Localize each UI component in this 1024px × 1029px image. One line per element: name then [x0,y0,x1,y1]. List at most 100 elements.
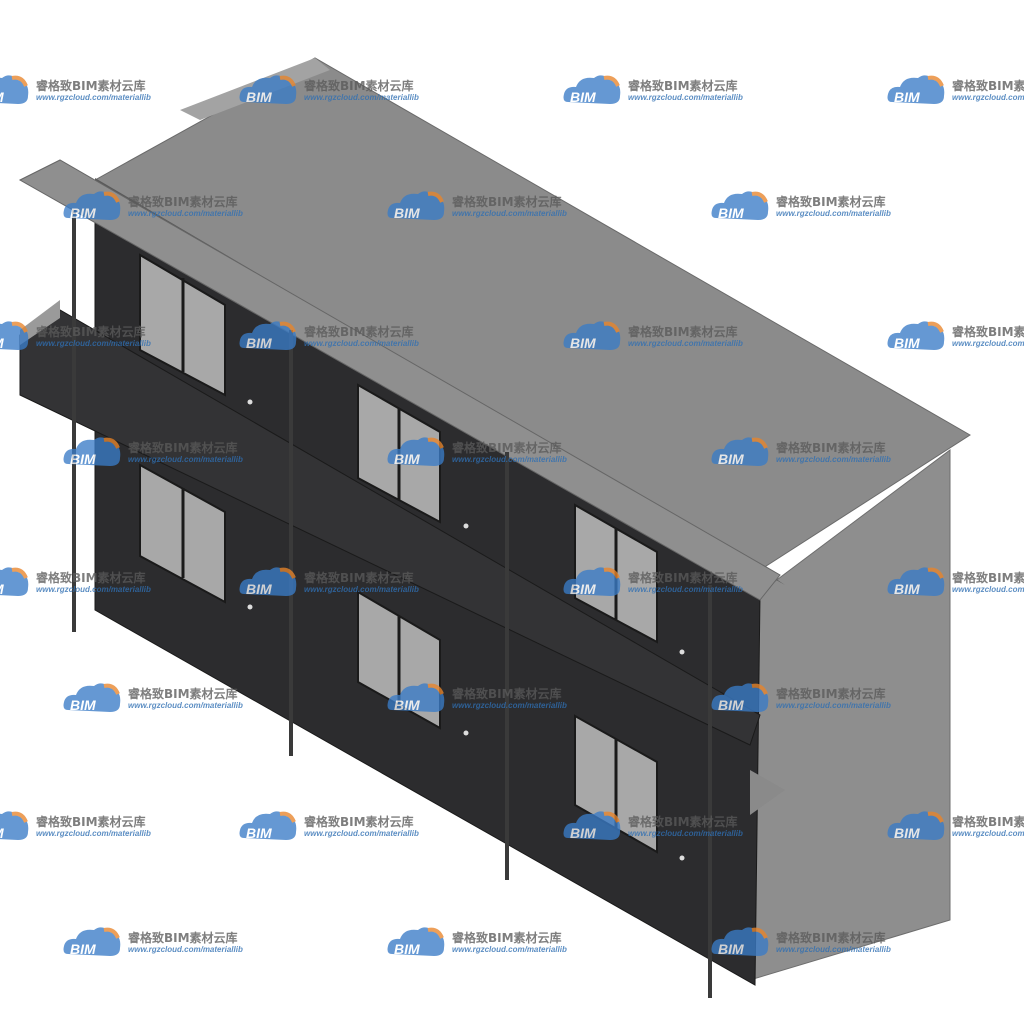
watermark-title: 睿格致BIM素材云库 [628,815,738,829]
bim-cloud-logo-icon [887,75,945,104]
watermark-stamp: BIM 睿格致BIM素材云库www.rgzcloud.com/materialli… [886,72,1024,112]
logo-text: BIM [246,581,272,597]
watermark-title: 睿格致BIM素材云库 [776,931,886,945]
watermark-url: www.rgzcloud.com/materiallib [776,701,891,710]
bim-cloud-logo-icon [711,927,769,956]
logo-text: BIM [0,89,4,105]
upper-canopy [18,159,781,601]
watermark-url: www.rgzcloud.com/materiallib [628,585,743,594]
watermark-title: 睿格致BIM素材云库 [36,815,146,829]
balcony-left-end [20,300,60,345]
logo-text: BIM [570,825,596,841]
bim-cloud-logo-icon [563,321,621,350]
bim-cloud-logo-icon [0,811,29,840]
watermark-title: 睿格致BIM素材云库 [128,441,238,455]
watermark-url: www.rgzcloud.com/materiallib [36,339,151,348]
logo-text: BIM [894,89,920,105]
wall-lights [247,399,685,861]
logo-text: BIM [894,335,920,351]
bim-cloud-logo-icon [239,321,297,350]
lower-right-canopy [750,770,785,815]
logo-text: BIM [246,825,272,841]
watermark-title: 睿格致BIM素材云库 [304,79,414,93]
watermark-title: 睿格致BIM素材云库 [628,325,738,339]
bim-cloud-logo-icon [0,567,29,596]
watermark-stamp: BIM睿格致BIM素材云库www.rgzcloud.com/materialli… [0,564,170,604]
watermark-title: 睿格致BIM素材云库 [952,79,1024,93]
watermark-stamp: BIM 睿格致BIM素材云库www.rgzcloud.com/materialli… [886,318,1024,358]
bim-cloud-logo-icon [239,75,297,104]
bim-cloud-logo-icon [711,191,769,220]
bim-cloud-logo-icon [387,927,445,956]
bim-cloud-logo-icon [239,811,297,840]
bim-cloud-logo-icon [63,927,121,956]
watermark-stamp: BIM 睿格致BIM素材云库www.rgzcloud.com/materialli… [0,72,170,112]
watermark-url: www.rgzcloud.com/materiallib [776,209,891,218]
logo-text: BIM [894,581,920,597]
watermark-url: www.rgzcloud.com/materiallib [128,209,243,218]
logo-text: BIM [394,941,420,957]
watermark-title: 睿格致BIM素材云库 [452,931,562,945]
bim-cloud-logo-icon [387,683,445,712]
watermark-url: www.rgzcloud.com/materiallib [776,945,891,954]
watermark-url: www.rgzcloud.com/materiallib [304,339,419,348]
watermark-title: 睿格致BIM素材云库 [36,79,146,93]
watermark-title: 睿格致BIM素材云库 [952,325,1024,339]
bim-cloud-logo-icon [563,75,621,104]
watermark-url: www.rgzcloud.com/materiallib [304,585,419,594]
watermark-title: 睿格致BIM素材云库 [776,441,886,455]
logo-text: BIM [70,697,96,713]
bim-cloud-logo-icon [63,683,121,712]
logo-text: BIM [570,89,596,105]
logo-text: BIM [70,941,96,957]
watermark-title: 睿格致BIM素材云库 [952,815,1024,829]
watermark-title: 睿格致BIM素材云库 [776,687,886,701]
watermark-title: 睿格致BIM素材云库 [128,195,238,209]
watermark-url: www.rgzcloud.com/materiallib [628,339,743,348]
watermark-url: www.rgzcloud.com/materiallib [128,945,243,954]
bim-cloud-logo-icon [387,437,445,466]
bim-cloud-logo-icon [0,75,29,104]
watermark-url: www.rgzcloud.com/materiallib [952,585,1024,594]
watermark-title: 睿格致BIM素材云库 [628,79,738,93]
watermark-title: 睿格致BIM素材云库 [36,571,146,585]
logo-text: BIM [246,335,272,351]
logo-text: BIM [718,697,744,713]
watermark-url: www.rgzcloud.com/materiallib [36,93,151,102]
watermark-title: 睿格致BIM素材云库 [128,687,238,701]
watermark-url: www.rgzcloud.com/materiallib [776,455,891,464]
watermark-url: www.rgzcloud.com/materiallib [952,93,1024,102]
bim-cloud-logo-icon [563,567,621,596]
logo-text: BIM [0,825,4,841]
watermark-url: www.rgzcloud.com/materiallib [452,455,567,464]
watermark-title: 睿格致BIM素材云库 [36,325,146,339]
watermark-url: www.rgzcloud.com/materiallib [452,945,567,954]
logo-text: BIM [718,451,744,467]
bim-cloud-logo-icon [711,437,769,466]
bim-cloud-logo-icon [887,811,945,840]
logo-text: BIM [570,335,596,351]
logo-text: BIM [0,335,4,351]
watermark-title: 睿格致BIM素材云库 [628,571,738,585]
bim-cloud-logo-icon [563,811,621,840]
watermark-url: www.rgzcloud.com/materiallib [304,829,419,838]
logo-text: BIM [570,581,596,597]
watermark-url: www.rgzcloud.com/materiallib [952,339,1024,348]
watermark-title: 睿格致BIM素材云库 [452,441,562,455]
bim-cloud-logo-icon [387,191,445,220]
watermark-title: 睿格致BIM素材云库 [452,687,562,701]
watermark-stamp: BIM睿格致BIM素材云库www.rgzcloud.com/materialli… [0,808,170,848]
columns [72,210,712,998]
